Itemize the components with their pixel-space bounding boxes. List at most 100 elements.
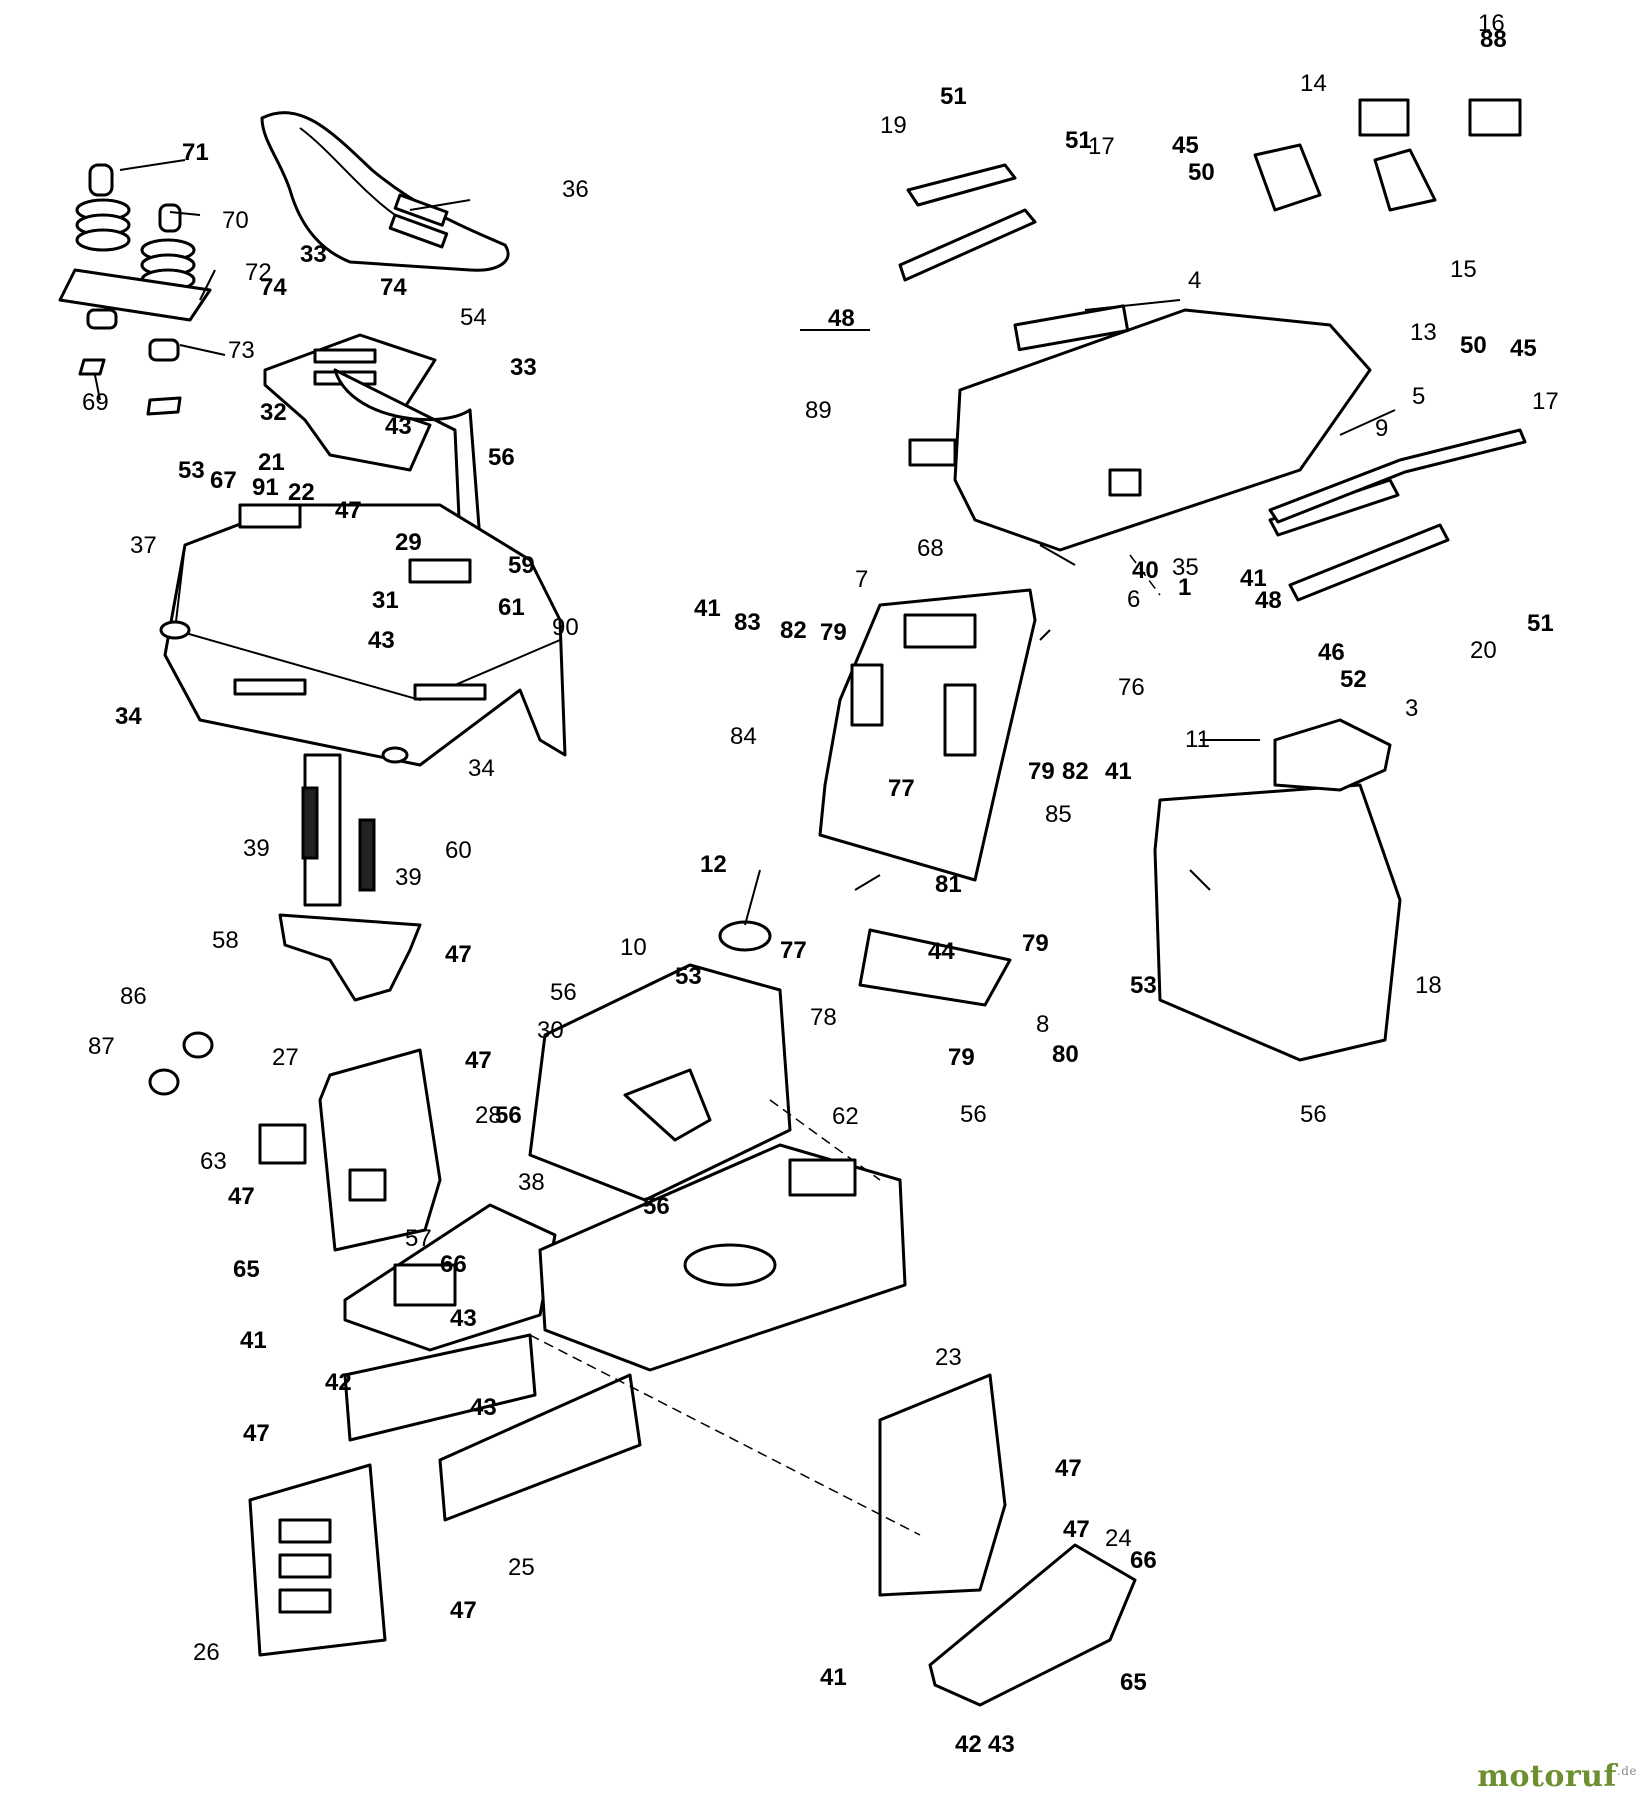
callout-74: 74	[380, 274, 407, 301]
callout-77: 77	[888, 775, 915, 802]
footrest-left-part	[343, 1203, 557, 1352]
callout-89: 89	[805, 397, 832, 424]
callout-24: 24	[1105, 1525, 1132, 1552]
callout-43: 43	[450, 1305, 477, 1332]
callout-73: 73	[228, 337, 255, 364]
callout-14: 14	[1300, 70, 1327, 97]
callout-8: 8	[1036, 1011, 1049, 1038]
callout-47: 47	[465, 1047, 492, 1074]
callout-41: 41	[1105, 758, 1132, 785]
callout-83: 83	[734, 609, 761, 636]
callout-85: 85	[1045, 801, 1072, 828]
callout-34: 34	[115, 703, 142, 730]
callout-46: 46	[1318, 639, 1345, 666]
callout-9: 9	[1375, 415, 1388, 442]
callout-74: 74	[260, 274, 287, 301]
callout-30: 30	[537, 1017, 564, 1044]
callout-66: 66	[1130, 1547, 1157, 1574]
callout-19: 19	[880, 112, 907, 139]
seat-part	[260, 111, 510, 272]
callout-80: 80	[1052, 1041, 1079, 1068]
callout-88: 88	[1480, 26, 1507, 53]
callout-60: 60	[445, 837, 472, 864]
callout-47: 47	[228, 1183, 255, 1210]
pedestal-part	[278, 753, 422, 1002]
callout-51: 51	[1065, 127, 1092, 154]
callout-57: 57	[405, 1225, 432, 1252]
callout-39: 39	[243, 835, 270, 862]
headlight-parts	[1253, 98, 1522, 212]
callout-91: 91	[252, 474, 279, 501]
callout-61: 61	[498, 594, 525, 621]
callout-67: 67	[210, 467, 237, 494]
watermark-brand: motoruf	[1477, 1759, 1617, 1794]
callout-45: 45	[1172, 132, 1199, 159]
callout-79: 79	[820, 619, 847, 646]
callout-82: 82	[780, 617, 807, 644]
callout-26: 26	[193, 1639, 220, 1666]
callout-53: 53	[1130, 972, 1157, 999]
callout-56: 56	[1300, 1101, 1327, 1128]
callout-70: 70	[222, 207, 249, 234]
callout-69: 69	[82, 389, 109, 416]
callout-36: 36	[562, 176, 589, 203]
callout-43: 43	[368, 627, 395, 654]
callout-5: 5	[1412, 383, 1425, 410]
callout-56: 56	[495, 1102, 522, 1129]
callout-6: 6	[1127, 586, 1140, 613]
knob-87	[148, 1068, 180, 1096]
callout-28: 28	[475, 1102, 502, 1129]
callout-44: 44	[928, 938, 955, 965]
callout-53: 53	[675, 963, 702, 990]
callout-3: 3	[1405, 695, 1418, 722]
callout-59: 59	[508, 552, 535, 579]
callout-33: 33	[510, 354, 537, 381]
callout-32: 32	[260, 399, 287, 426]
callout-12: 12	[700, 851, 727, 878]
callout-62: 62	[832, 1103, 859, 1130]
callout-79: 79	[1022, 930, 1049, 957]
callout-7: 7	[855, 566, 868, 593]
callout-76: 76	[1118, 674, 1145, 701]
watermark-suffix: .de	[1616, 1764, 1637, 1778]
callout-41: 41	[1240, 565, 1267, 592]
callout-52: 52	[1340, 666, 1367, 693]
callout-1: 1	[1178, 574, 1191, 601]
callout-47: 47	[243, 1420, 270, 1447]
callout-77: 77	[780, 937, 807, 964]
callout-17: 17	[1532, 388, 1559, 415]
callout-25: 25	[508, 1554, 535, 1581]
callout-50: 50	[1188, 159, 1215, 186]
callout-68: 68	[917, 535, 944, 562]
callout-56: 56	[960, 1101, 987, 1128]
callout-10: 10	[620, 934, 647, 961]
callout-47: 47	[1063, 1516, 1090, 1543]
callout-43: 43	[470, 1394, 497, 1421]
callout-41: 41	[240, 1327, 267, 1354]
callout-82: 82	[1062, 758, 1089, 785]
knob-86	[182, 1031, 214, 1059]
callout-50: 50	[1460, 332, 1487, 359]
callout-4: 4	[1188, 267, 1201, 294]
floor-plate-part	[528, 963, 792, 1202]
pivot-part	[718, 920, 772, 952]
callout-17: 17	[1088, 133, 1115, 160]
callout-79: 79	[948, 1044, 975, 1071]
callout-33: 33	[300, 241, 327, 268]
callout-56: 56	[643, 1193, 670, 1220]
callout-84: 84	[730, 723, 757, 750]
callout-47: 47	[335, 497, 362, 524]
callout-35: 35	[1172, 554, 1199, 581]
hood-hinge-left	[898, 163, 1037, 282]
callout-51: 51	[1527, 610, 1554, 637]
side-panel-right-part	[878, 1373, 1007, 1597]
callout-41: 41	[820, 1664, 847, 1691]
callout-81: 81	[935, 871, 962, 898]
hood-hinge-right	[1268, 428, 1527, 602]
callout-43: 43	[988, 1731, 1015, 1758]
callout-53: 53	[178, 457, 205, 484]
callout-47: 47	[1055, 1455, 1082, 1482]
callout-65: 65	[233, 1256, 260, 1283]
